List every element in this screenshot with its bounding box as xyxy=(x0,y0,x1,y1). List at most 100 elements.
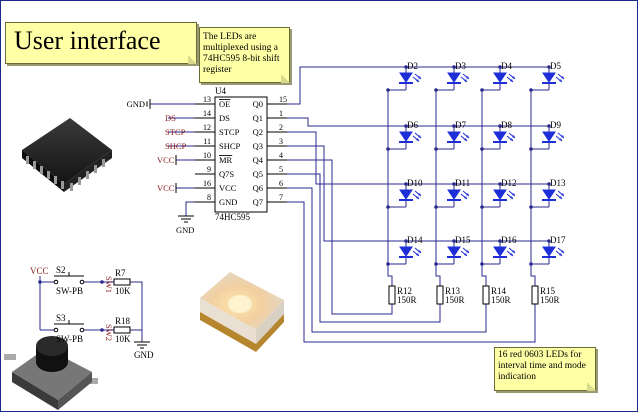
led-arrowhead xyxy=(464,253,467,256)
led-ref-label: D16 xyxy=(501,235,517,245)
junction-dot xyxy=(386,88,390,92)
ic-pin-name: Q0 xyxy=(253,99,263,109)
resistor-ref-label: R13 xyxy=(445,286,461,296)
ic-pin-name: OE xyxy=(219,99,230,109)
led-ref-label: D9 xyxy=(550,120,561,130)
switch-gnd-wire xyxy=(130,329,143,342)
led-arrowhead xyxy=(466,135,469,138)
soic-chip-photo xyxy=(22,118,112,192)
led-arrowhead xyxy=(561,193,564,196)
led-arrowhead xyxy=(510,253,513,256)
led-d3 xyxy=(447,72,470,84)
switch-type-label: SW-PB xyxy=(56,334,83,344)
junction-dot xyxy=(498,239,502,243)
led-arrowhead xyxy=(510,79,513,82)
led-body xyxy=(447,131,461,142)
junction-dot xyxy=(404,182,408,186)
ic-pin-name: Q1 xyxy=(253,113,263,123)
junction-dot xyxy=(434,88,438,92)
ic-pin-number: 3 xyxy=(279,137,283,146)
q1-route xyxy=(287,117,374,127)
led-arrowhead xyxy=(561,135,564,138)
resistor-value-label: 10K xyxy=(115,334,131,344)
switch-contact xyxy=(79,327,85,333)
led-d6 xyxy=(399,131,422,143)
ic-pin-number: 5 xyxy=(279,165,283,174)
ic-pin-number: 9 xyxy=(207,165,211,174)
ic-pin-name: MR xyxy=(219,155,233,165)
switch-ref-label: S3 xyxy=(56,313,66,323)
resistor-ref-label: R7 xyxy=(115,268,126,278)
led-d2 xyxy=(399,72,422,84)
led-d5 xyxy=(542,72,565,84)
switch-contact xyxy=(53,327,59,333)
ic-pin-number: 7 xyxy=(279,193,283,202)
junction-dot xyxy=(529,147,533,151)
q6-route xyxy=(287,187,487,333)
resistor-ref-label: R18 xyxy=(115,316,131,326)
multiplex-note-text: The LEDs are multiplexed using a 74HC595… xyxy=(203,32,280,75)
ic-pin-number: 1 xyxy=(279,109,283,118)
resistor-value-label: 150R xyxy=(397,295,417,305)
ic-pin-number: 6 xyxy=(279,179,283,188)
junction-dot xyxy=(386,147,390,151)
junction-dot xyxy=(404,65,408,69)
led-d7 xyxy=(447,131,470,143)
led-ref-label: D14 xyxy=(407,235,423,245)
switch-net-label: SW2 xyxy=(104,324,114,341)
ic-pin-name: Q2 xyxy=(253,127,263,137)
net-label: STCP xyxy=(165,127,186,137)
ic-pin-number: 12 xyxy=(203,123,211,132)
junction-dot xyxy=(100,328,104,332)
ic-pin-number: 13 xyxy=(203,95,211,104)
resistor-ref-label: R14 xyxy=(491,286,507,296)
column-to-resistor xyxy=(387,264,393,286)
junction-dot xyxy=(404,239,408,243)
led-arrowhead xyxy=(418,135,421,138)
junction-dot xyxy=(498,124,502,128)
led-d14 xyxy=(399,246,422,258)
q7-route xyxy=(287,201,536,343)
resistor-r18 xyxy=(113,326,131,334)
led-ref-label: D11 xyxy=(455,178,470,188)
q2-route xyxy=(287,131,374,185)
led-body xyxy=(493,131,507,142)
led-arrowhead xyxy=(418,193,421,196)
junction-dot xyxy=(529,205,533,209)
led-body xyxy=(542,246,556,257)
resistor-r14 xyxy=(482,285,490,305)
led-ref-label: D7 xyxy=(455,120,466,130)
switch-net-label: SW1 xyxy=(104,276,114,293)
q0-route xyxy=(287,66,374,105)
junction-dot xyxy=(386,205,390,209)
multiplex-note: The LEDs are multiplexed using a 74HC595… xyxy=(199,27,290,83)
resistor-r12 xyxy=(388,285,396,305)
vcc-net-label: VCC xyxy=(157,183,175,193)
led-arrowhead xyxy=(561,76,564,79)
switch-contact xyxy=(79,279,85,285)
led-d17 xyxy=(542,246,565,258)
led-arrowhead xyxy=(416,196,419,199)
junction-dot xyxy=(480,205,484,209)
ic-pin-name: Q6 xyxy=(253,183,263,193)
junction-dot xyxy=(529,262,533,266)
ic-pin-name: STCP xyxy=(219,127,240,137)
led-ref-label: D15 xyxy=(455,235,471,245)
ic-pin-name: Q7 xyxy=(253,197,263,207)
title-note: User interface xyxy=(5,22,197,64)
led-ref-label: D6 xyxy=(407,120,418,130)
led-d10 xyxy=(399,189,422,201)
switch-ref-label: S2 xyxy=(56,265,66,275)
led-body xyxy=(447,72,461,83)
led-arrowhead xyxy=(464,138,467,141)
ic-pin-name: DS xyxy=(219,113,230,123)
ic-pin-number: 4 xyxy=(279,151,283,160)
q4-route xyxy=(287,159,393,315)
led-d12 xyxy=(493,189,516,201)
junction-dot xyxy=(452,124,456,128)
led-d4 xyxy=(493,72,516,84)
led-arrowhead xyxy=(418,76,421,79)
led-arrowhead xyxy=(418,250,421,253)
ic-pin-number: 15 xyxy=(279,95,287,104)
led-ref-label: D17 xyxy=(550,235,566,245)
